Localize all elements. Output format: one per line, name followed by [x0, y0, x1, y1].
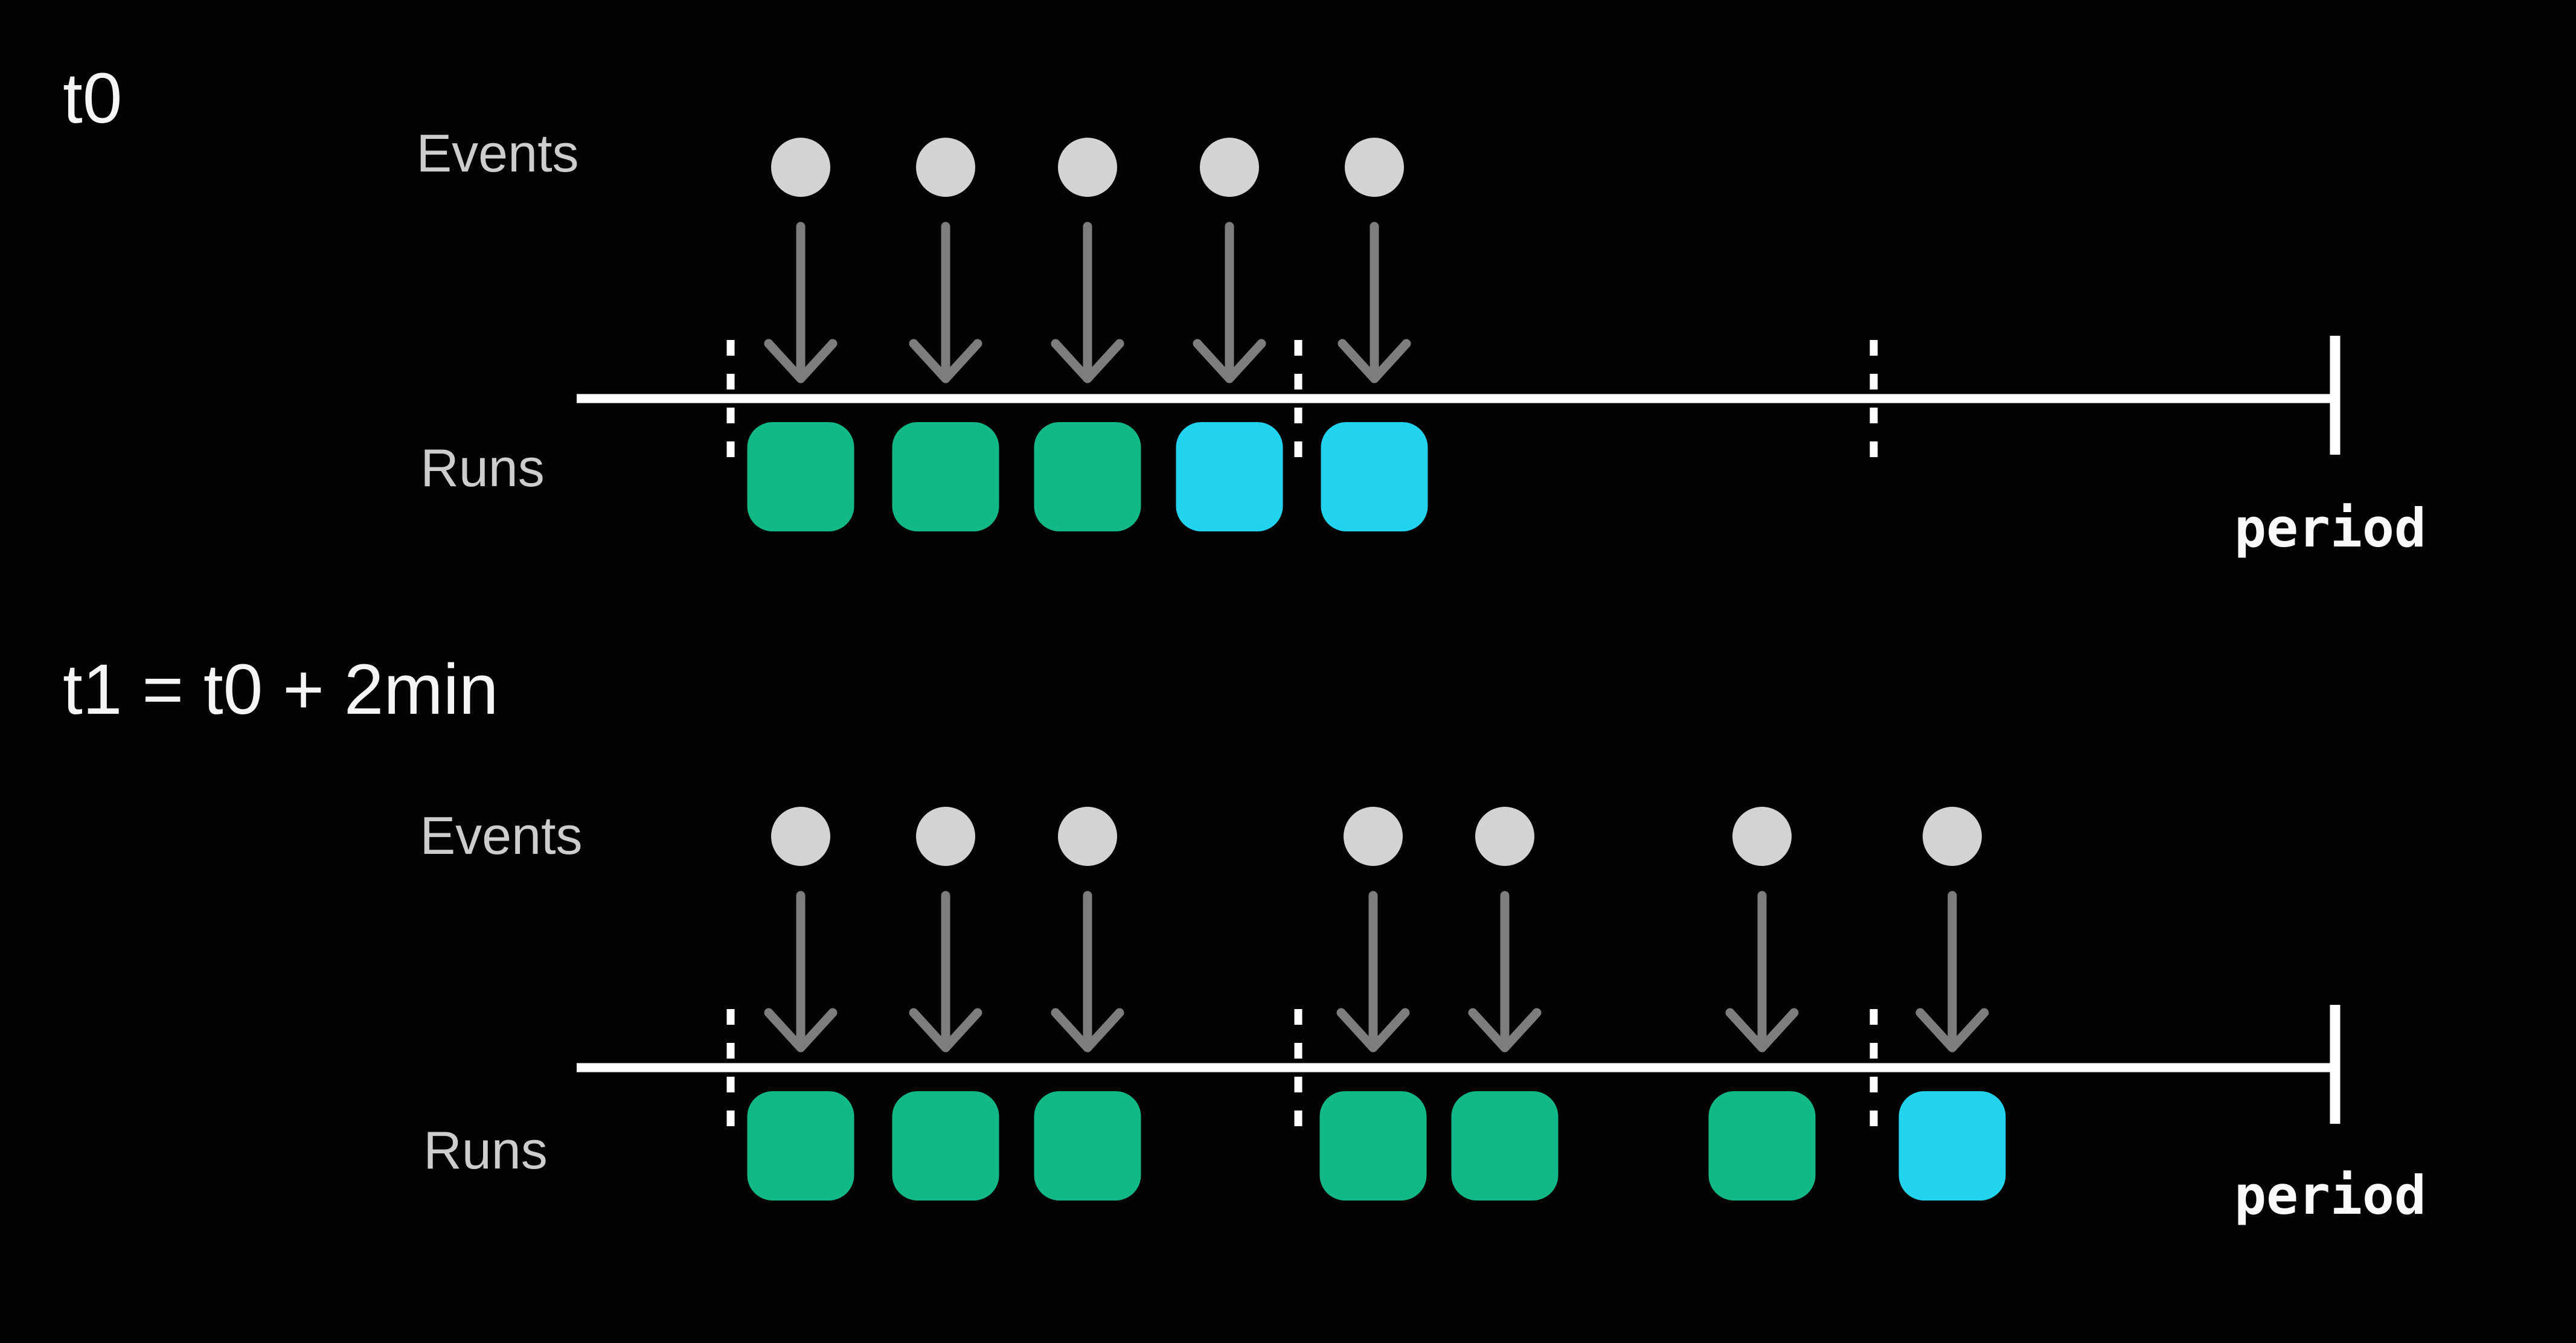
down-arrow-icon: [909, 339, 982, 383]
run-box: [1321, 422, 1428, 531]
section-t0-events-label: Events: [416, 123, 578, 183]
down-arrow-icon: [1051, 339, 1124, 383]
down-arrow-icon: [909, 1008, 982, 1053]
run-box: [1898, 1091, 2006, 1200]
run-box: [1451, 1091, 1559, 1200]
down-arrow-icon: [1725, 1008, 1799, 1053]
section-t0-runs-label: Runs: [420, 438, 544, 498]
event-dot: [1475, 807, 1534, 866]
diagram-shapes: [577, 138, 2341, 1200]
event-dot: [916, 807, 975, 866]
event-dot: [1200, 138, 1259, 197]
event-dot: [1732, 807, 1792, 866]
event-dot: [1345, 138, 1404, 197]
event-dot: [1923, 807, 1982, 866]
run-box: [1176, 422, 1283, 531]
down-arrow-icon: [1193, 339, 1266, 383]
run-box: [892, 1091, 999, 1200]
run-box: [1034, 422, 1141, 531]
section-t0-period-label: period: [2234, 497, 2426, 559]
section-t0-title: t0: [63, 59, 122, 138]
run-box: [892, 422, 999, 531]
event-dot: [916, 138, 975, 197]
down-arrow-icon: [1338, 339, 1411, 383]
run-box: [1034, 1091, 1141, 1200]
section-t1-events-label: Events: [420, 806, 582, 865]
event-dot: [1058, 807, 1117, 866]
event-dot: [1058, 138, 1117, 197]
event-dot: [771, 138, 830, 197]
down-arrow-icon: [1051, 1008, 1124, 1053]
down-arrow-icon: [764, 339, 838, 383]
section-t1-period-label: period: [2234, 1164, 2426, 1226]
event-dot: [771, 807, 830, 866]
down-arrow-icon: [1336, 1008, 1410, 1053]
run-box: [1708, 1091, 1816, 1200]
run-box: [747, 1091, 854, 1200]
section-t1: [577, 807, 2341, 1200]
section-t1-runs-label: Runs: [423, 1120, 547, 1180]
down-arrow-icon: [1915, 1008, 1989, 1053]
section-t0: [577, 138, 2341, 531]
down-arrow-icon: [1468, 1008, 1542, 1053]
event-dot: [1344, 807, 1403, 866]
down-arrow-icon: [764, 1008, 838, 1053]
run-box: [747, 422, 854, 531]
section-t1-title: t1 = t0 + 2min: [63, 650, 499, 729]
run-box: [1319, 1091, 1427, 1200]
